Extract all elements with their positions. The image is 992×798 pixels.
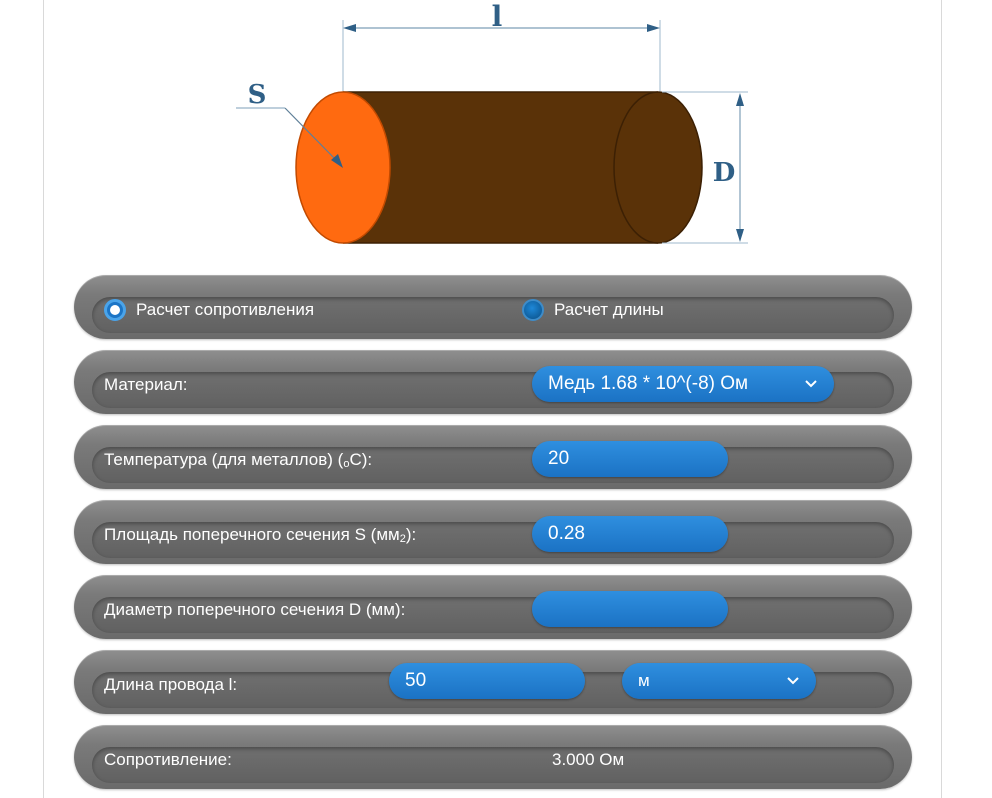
temperature-input-value: 20 [548, 448, 570, 469]
degree-mark: o [343, 458, 350, 470]
area-input-value: 0.28 [548, 523, 585, 544]
radio-unselected-icon[interactable] [522, 299, 544, 321]
diameter-label: Диаметр поперечного сечения D (мм): [104, 600, 406, 619]
area-input[interactable]: 0.28 [532, 516, 728, 552]
mode-option-length[interactable]: Расчет длины [522, 297, 664, 323]
length-dimension-label: l [492, 0, 503, 33]
diameter-input[interactable] [532, 591, 728, 627]
content-border-right [941, 0, 942, 798]
length-label: Длина провода l: [104, 675, 238, 694]
conductor-diagram: l S D [236, 0, 748, 244]
radio-selected-icon[interactable] [104, 299, 126, 321]
temperature-input[interactable]: 20 [532, 441, 728, 477]
temperature-row: Температура (для металлов) (oC): 20 [74, 425, 912, 489]
material-row: Материал: Медь 1.68 * 10^(-8) Ом [74, 350, 912, 414]
length-row: Длина провода l: 50 м [74, 650, 912, 714]
mode-option-resistance-label: Расчет сопротивления [136, 300, 315, 319]
cylinder-cross-section [295, 91, 391, 244]
material-select-value: Медь 1.68 * 10^(-8) Ом [548, 373, 749, 394]
mode-row: Расчет сопротивления Расчет длины [74, 275, 912, 339]
result-label: Сопротивление: [104, 750, 232, 769]
cylinder-far-end [613, 91, 703, 244]
result-value: 3.000 Ом [552, 750, 625, 769]
area-label-text: Площадь поперечного сечения S (мм [104, 525, 400, 544]
diameter-dimension-label: D [713, 158, 736, 188]
diameter-row: Диаметр поперечного сечения D (мм): [74, 575, 912, 639]
chevron-down-icon [787, 677, 799, 685]
mode-option-resistance[interactable]: Расчет сопротивления [104, 297, 314, 323]
length-input[interactable]: 50 [389, 663, 585, 699]
cylinder-body [343, 92, 658, 243]
square-mark: 2 [399, 533, 406, 545]
length-unit-value: м [638, 671, 650, 690]
area-label: Площадь поперечного сечения S (мм2): [104, 524, 416, 546]
material-label: Материал: [104, 375, 188, 394]
area-row: Площадь поперечного сечения S (мм2): 0.2… [74, 500, 912, 564]
material-select[interactable]: Медь 1.68 * 10^(-8) Ом [532, 366, 834, 402]
length-unit-select[interactable]: м [622, 663, 816, 699]
area-label-unit: ): [405, 525, 417, 544]
temperature-label: Температура (для металлов) (oC): [104, 449, 372, 471]
content-border-left [43, 0, 44, 798]
temperature-label-text: Температура (для металлов) ( [104, 450, 344, 469]
chevron-down-icon [805, 380, 817, 388]
mode-option-length-label: Расчет длины [554, 300, 664, 319]
result-row: Сопротивление: 3.000 Ом [74, 725, 912, 789]
cross-section-label: S [248, 80, 267, 110]
length-input-value: 50 [405, 670, 427, 691]
temperature-label-unit: C): [349, 450, 373, 469]
